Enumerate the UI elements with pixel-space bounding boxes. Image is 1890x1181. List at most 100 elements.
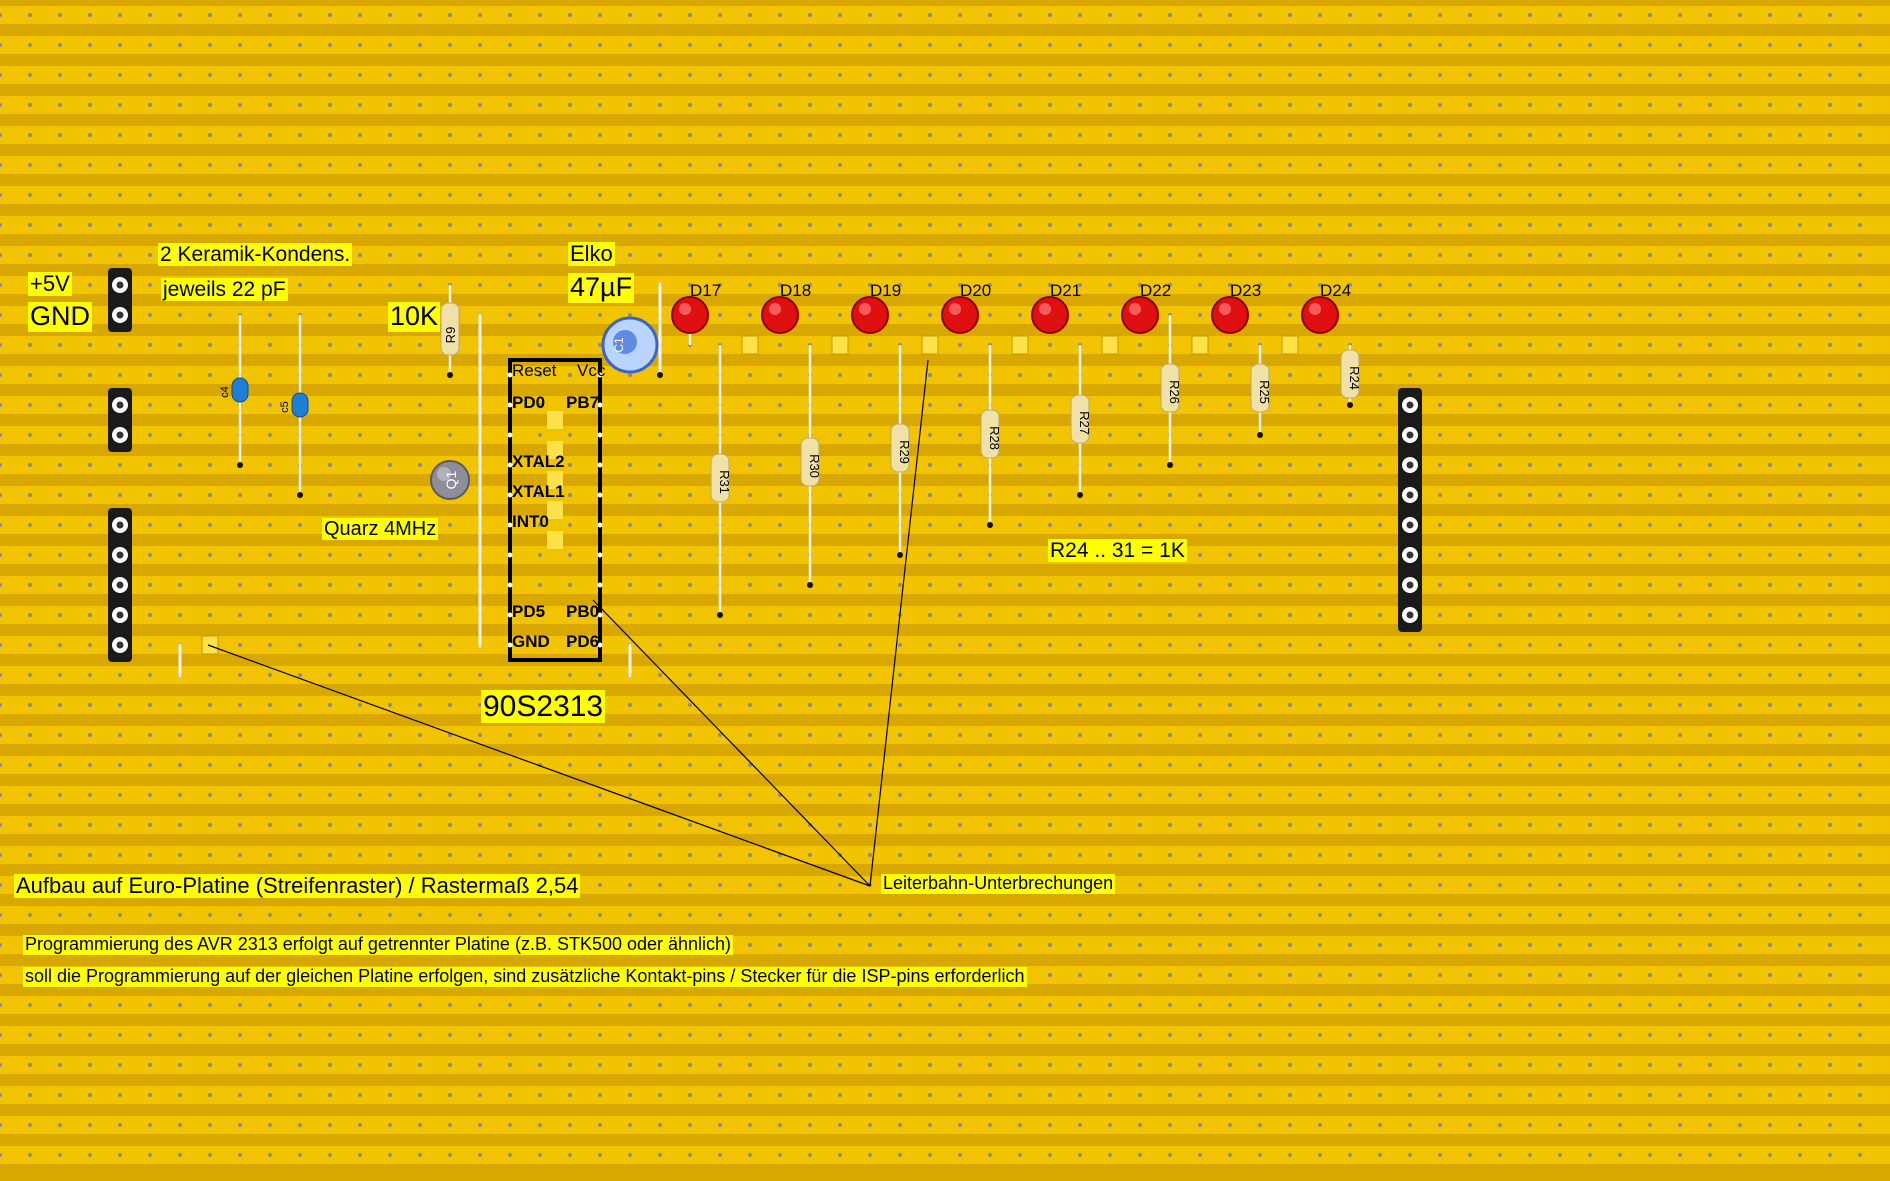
hole [418,1033,422,1037]
hole [1018,1153,1022,1157]
hole [628,73,632,77]
hole [988,853,992,857]
hole [268,823,272,827]
lead-end [807,582,813,588]
hole [538,13,542,17]
hole [1408,313,1412,317]
hole [1078,583,1082,587]
hole [988,553,992,557]
hole [1108,193,1112,197]
hole [718,1093,722,1097]
hole [1468,313,1472,317]
hole [628,883,632,887]
hole [1438,1063,1442,1067]
hole [1558,493,1562,497]
hole [208,1033,212,1037]
pin-pd5: PD5 [512,602,546,621]
header-pin-hole [116,521,124,529]
hole [988,943,992,947]
hole [988,583,992,587]
hole [388,583,392,587]
hole [1798,43,1802,47]
hole [688,733,692,737]
hole [58,1123,62,1127]
hole [598,793,602,797]
hole [1648,583,1652,587]
hole [1858,793,1862,797]
hole [1168,673,1172,677]
hole [1078,1063,1082,1067]
hole [1408,13,1412,17]
hole [958,493,962,497]
hole [358,553,362,557]
hole [808,253,812,257]
hole [418,553,422,557]
led-highlight [679,303,691,315]
hole [1048,133,1052,137]
hole [538,733,542,737]
hole [298,223,302,227]
hole [358,43,362,47]
hole [658,793,662,797]
hole [0,853,2,857]
resistor-label: R28 [987,426,1002,450]
hole [1228,433,1232,437]
hole [1438,373,1442,377]
hole [1228,403,1232,407]
hole [1738,433,1742,437]
hole [1438,643,1442,647]
chip-pin-dot [507,492,513,498]
header-pin-hole [116,611,124,619]
hole [328,763,332,767]
header-pin-hole [1406,401,1414,409]
hole [1348,43,1352,47]
hole [1738,1093,1742,1097]
hole [508,253,512,257]
hole [238,553,242,557]
hole [388,283,392,287]
hole [748,1123,752,1127]
hole [238,1063,242,1067]
hole [1318,493,1322,497]
hole [538,283,542,287]
hole [358,223,362,227]
resistor-r9-body [440,302,460,356]
hole [0,643,2,647]
led-label: D18 [780,281,811,300]
hole [1258,43,1262,47]
header-pin-hole [1406,491,1414,499]
hole [748,943,752,947]
hole [1588,793,1592,797]
hole [778,1123,782,1127]
hole [1738,403,1742,407]
hole [508,853,512,857]
hole [1378,163,1382,167]
hole [1648,43,1652,47]
hole [1228,673,1232,677]
hole [1438,793,1442,797]
hole [1318,1123,1322,1127]
hole [1468,913,1472,917]
hole [1828,943,1832,947]
hole [0,463,2,467]
hole [58,193,62,197]
hole [778,253,782,257]
hole [1438,133,1442,137]
hole [1558,523,1562,527]
hole [838,1093,842,1097]
hole [448,703,452,707]
hole [298,103,302,107]
hole [1078,913,1082,917]
hole [808,43,812,47]
hole [1798,223,1802,227]
hole [538,613,542,617]
copper-strip [0,186,1890,204]
hole [1738,193,1742,197]
hole [418,913,422,917]
hole [688,823,692,827]
hole [1198,1093,1202,1097]
hole [1708,1033,1712,1037]
copper-strip [0,336,1890,354]
hole [568,13,572,17]
hole [928,103,932,107]
